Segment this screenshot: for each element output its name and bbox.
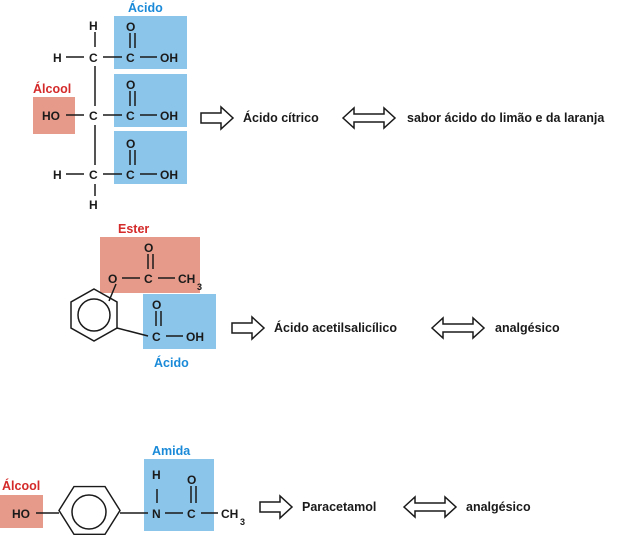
atom-oh: OH — [160, 51, 178, 65]
benzene-ring-inner — [77, 298, 111, 332]
subscript-3: 3 — [197, 282, 202, 292]
citric-acid-property: sabor ácido do limão e da laranja — [407, 111, 605, 125]
atom-o: O — [108, 272, 117, 286]
aspirin-ester-box — [100, 237, 200, 293]
atom-ho: HO — [12, 507, 30, 521]
aspirin-structure: Ester Ácido O C O CH 3 C O OH — [70, 222, 216, 370]
benzene-ring-inner — [71, 494, 107, 530]
bond — [108, 283, 117, 302]
atom-c: C — [126, 168, 135, 182]
paracetamol-amide-box — [144, 459, 214, 531]
citric-acid-box-middle — [114, 74, 187, 127]
atom-ch3: CH — [221, 507, 238, 521]
aspirin-name: Ácido acetilsalicílico — [274, 320, 397, 335]
paracetamol-structure: Álcool Amida HO N H C O CH 3 — [0, 444, 245, 536]
atom-oh: OH — [186, 330, 204, 344]
bond — [116, 327, 149, 337]
atom-c: C — [126, 109, 135, 123]
double-arrow-icon — [430, 316, 486, 340]
citric-acid-structure: Ácido Álcool H H C C O OH HO C C O OH H … — [33, 0, 187, 212]
citric-alcohol-label: Álcool — [33, 81, 71, 96]
atom-c: C — [89, 109, 98, 123]
aspirin-ester-label: Ester — [118, 222, 149, 236]
atom-c: C — [152, 330, 161, 344]
citric-acid-name: Ácido cítrico — [243, 110, 319, 125]
subscript-3: 3 — [240, 517, 245, 527]
atom-h: H — [152, 468, 161, 482]
atom-o: O — [144, 241, 153, 255]
right-arrow-icon — [259, 494, 294, 520]
atom-h: H — [89, 19, 98, 33]
atom-ch3: CH — [178, 272, 195, 286]
aspirin-acid-label: Ácido — [154, 355, 189, 370]
citric-acid-box-top — [114, 16, 187, 69]
paracetamol-alcohol-box — [0, 495, 43, 528]
atom-o: O — [126, 78, 135, 92]
aspirin-acid-box — [143, 294, 216, 349]
atom-h: H — [53, 51, 62, 65]
right-arrow-icon — [200, 105, 235, 131]
atom-o: O — [126, 137, 135, 151]
paracetamol-alcohol-label: Álcool — [2, 478, 40, 493]
atom-ho: HO — [42, 109, 60, 123]
atom-o: O — [126, 20, 135, 34]
aspirin-property: analgésico — [495, 321, 560, 335]
citric-acid-box-bottom — [114, 131, 187, 184]
atom-c: C — [89, 168, 98, 182]
citric-acid-label: Ácido — [128, 0, 163, 15]
double-arrow-icon — [402, 495, 458, 519]
double-arrow-icon — [341, 106, 397, 130]
paracetamol-name: Paracetamol — [302, 500, 376, 514]
benzene-ring — [58, 485, 121, 536]
paracetamol-amide-label: Amida — [152, 444, 191, 458]
atom-c: C — [187, 507, 196, 521]
atom-h: H — [89, 198, 98, 212]
benzene-ring — [70, 288, 118, 342]
paracetamol-property: analgésico — [466, 500, 531, 514]
atom-c: C — [89, 51, 98, 65]
atom-oh: OH — [160, 109, 178, 123]
atom-c: C — [144, 272, 153, 286]
atom-n: N — [152, 507, 161, 521]
atom-c: C — [126, 51, 135, 65]
atom-h: H — [53, 168, 62, 182]
atom-o: O — [152, 298, 161, 312]
right-arrow-icon — [231, 315, 266, 341]
atom-oh: OH — [160, 168, 178, 182]
atom-o: O — [187, 473, 196, 487]
